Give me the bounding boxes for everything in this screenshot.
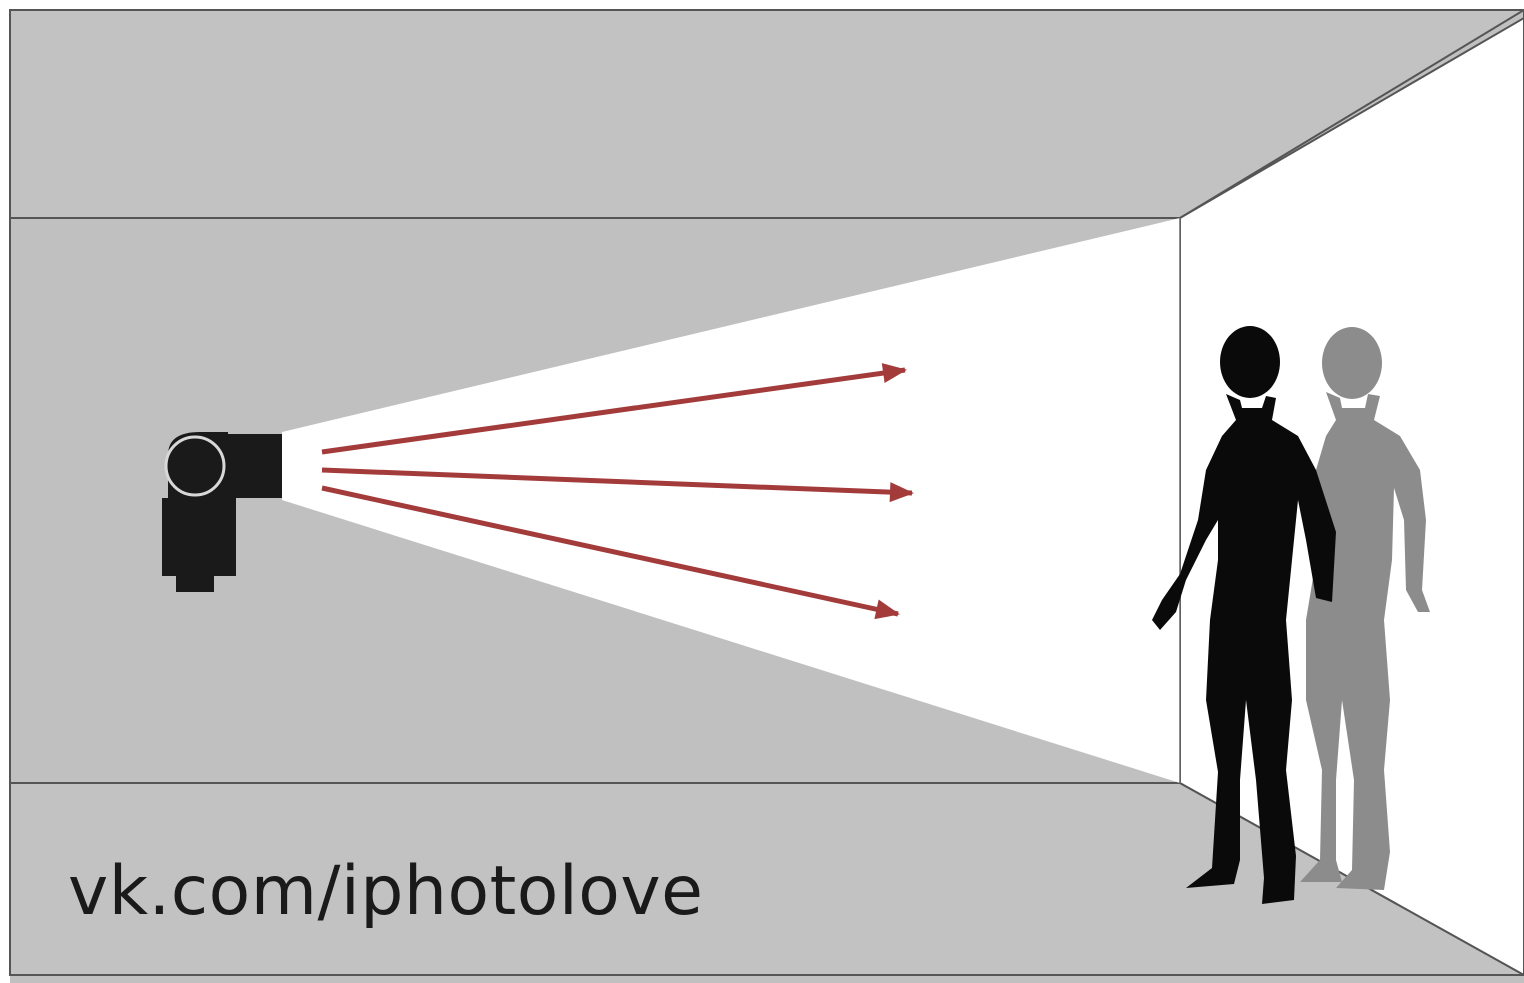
watermark-text: vk.com/iphotolove <box>68 858 703 926</box>
